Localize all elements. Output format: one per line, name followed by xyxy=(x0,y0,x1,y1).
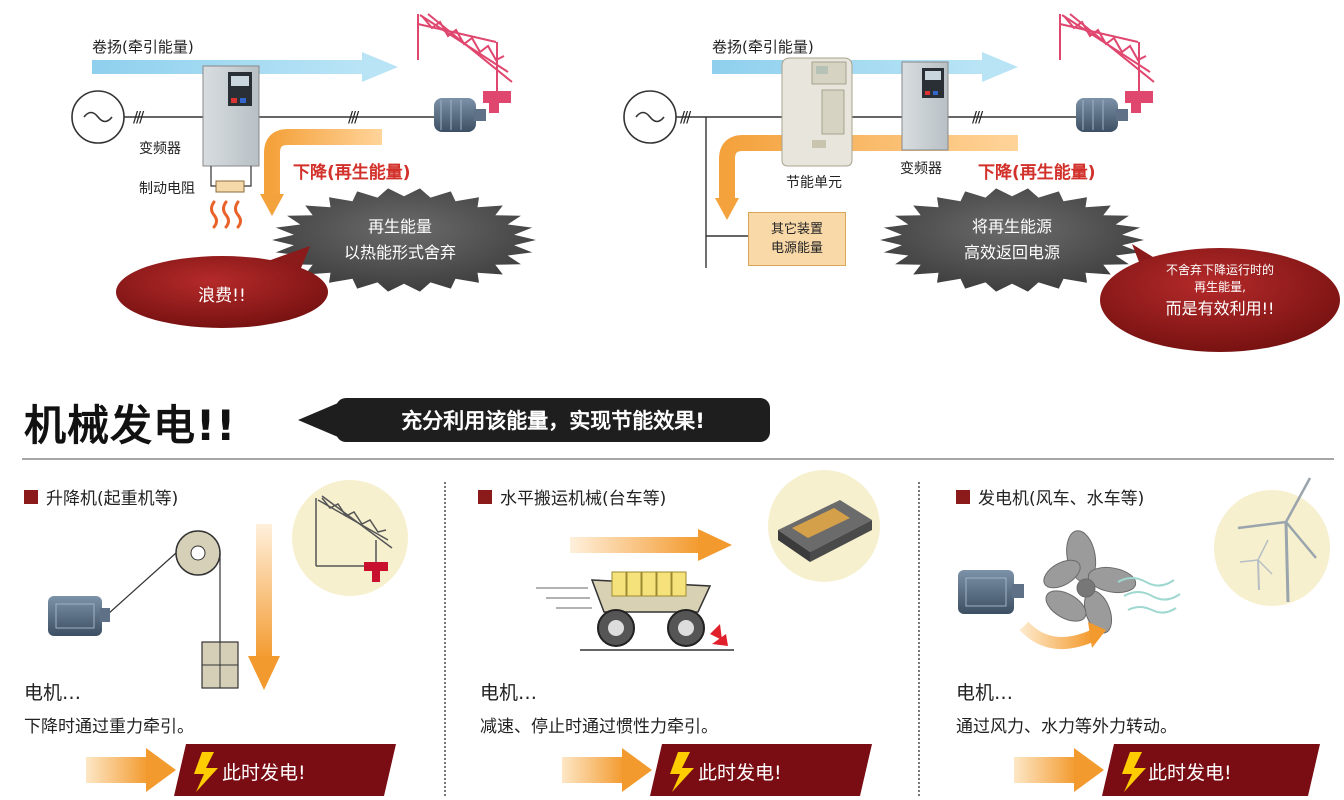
left-resistor-label: 制动电阻 xyxy=(139,181,195,197)
right-wire-mark-2: /// xyxy=(972,108,983,126)
panel1-down-arrow xyxy=(248,524,280,690)
right-inverter-icon xyxy=(901,61,949,151)
panel2-category-marker xyxy=(478,489,492,504)
panel2-description: 减速、停止时通过惯性力牵引。 xyxy=(480,717,718,737)
panel2-cart-icon xyxy=(536,571,734,651)
panel3-category: 发电机(风车、水车等) xyxy=(956,484,1144,509)
panel2-right-arrow xyxy=(570,529,732,561)
right-cloud-line-2: 高效返回电源 xyxy=(963,243,1060,262)
other-devices-box: 其它装置 电源能量 xyxy=(748,212,846,266)
right-motor-icon xyxy=(1076,98,1128,132)
left-resistor-icon xyxy=(210,166,252,229)
right-saving-unit-icon xyxy=(781,57,853,167)
panel1-category: 升降机(起重机等) xyxy=(24,484,178,509)
right-cloud-text: 将再生能源 高效返回电源 xyxy=(932,214,1092,266)
panel3-windmill-badge xyxy=(1214,477,1330,606)
right-regen-cloud xyxy=(880,188,1144,292)
panel3-motor-icon xyxy=(958,570,1024,614)
panel1-weight-icon xyxy=(201,641,239,689)
right-bubble-text: 不舍弃下降运行时的 再生能量, 而是有效利用!! xyxy=(1120,262,1320,322)
callout-pointer xyxy=(298,403,338,437)
left-waste-bubble xyxy=(116,246,328,328)
left-inverter-icon xyxy=(202,65,260,167)
right-use-bubble xyxy=(1100,244,1340,352)
panel1-generate-label: 此时发电! xyxy=(222,762,306,784)
right-bubble-line-1: 不舍弃下降运行时的 xyxy=(1165,263,1274,277)
left-descend-label: 下降(再生能量) xyxy=(293,163,411,183)
left-cloud-line-2: 以热能形式舍弃 xyxy=(343,243,456,262)
panel-separator-1 xyxy=(444,482,446,796)
left-regen-cloud xyxy=(272,188,536,292)
box-text-2: 电源能量 xyxy=(770,241,823,256)
left-wire-mark-2: /// xyxy=(348,108,359,126)
panel1-category-marker xyxy=(24,489,38,504)
panel2-motor-title: 电机… xyxy=(480,682,538,704)
left-regen-arrow xyxy=(260,129,382,216)
panel2-category-label: 水平搬运机械(台车等) xyxy=(500,489,667,509)
right-crane-icon xyxy=(1059,13,1155,113)
panel3-category-label: 发电机(风车、水车等) xyxy=(978,489,1145,509)
right-cloud-line-1: 将再生能源 xyxy=(971,217,1052,236)
left-ac-source-icon xyxy=(71,90,125,144)
left-inverter-label: 变频器 xyxy=(139,141,181,157)
box-text-1: 其它装置 xyxy=(770,222,823,237)
left-cloud-line-1: 再生能量 xyxy=(367,217,432,236)
panel2-generate-label: 此时发电! xyxy=(698,762,782,784)
top-graphics xyxy=(22,13,1340,460)
right-wire-mark-1: /// xyxy=(680,108,691,126)
panel2-conveyor-badge xyxy=(768,470,880,582)
panel3-rotation-arrow xyxy=(1019,621,1106,649)
right-unit-label: 节能单元 xyxy=(786,175,842,191)
right-hoist-label: 卷扬(牵引能量) xyxy=(712,38,814,56)
left-wire-mark-1: /// xyxy=(133,108,144,126)
panel1-pulley xyxy=(107,530,221,642)
panel1-crane-badge xyxy=(292,480,408,596)
panel3-wind-lines xyxy=(1117,577,1181,614)
left-motor-icon xyxy=(434,98,486,132)
headline-title: 机械发电!! xyxy=(24,401,237,450)
right-inverter-label: 变频器 xyxy=(900,161,942,177)
left-bubble-text: 浪费!! xyxy=(198,286,246,306)
panel3-category-marker xyxy=(956,489,970,504)
right-bubble-line-3: 而是有效利用!! xyxy=(1165,299,1275,318)
panel3-fan-icon xyxy=(1043,530,1137,634)
headline-callout: 充分利用该能量，实现节能效果! xyxy=(336,398,770,442)
right-regen-arrow xyxy=(715,135,1018,220)
panel2-category: 水平搬运机械(台车等) xyxy=(478,484,666,509)
left-cloud-text: 再生能量 以热能形式舍弃 xyxy=(320,214,480,266)
right-descend-label: 下降(再生能量) xyxy=(978,163,1096,183)
left-hoist-label: 卷扬(牵引能量) xyxy=(92,38,194,56)
right-ac-source-icon xyxy=(623,90,677,144)
panel3-motor-title: 电机… xyxy=(956,682,1014,704)
left-crane-icon xyxy=(417,13,513,113)
panel3-generate-label: 此时发电! xyxy=(1148,762,1232,784)
panel1-motor-icon xyxy=(48,596,110,636)
right-bubble-line-2: 再生能量, xyxy=(1194,280,1246,294)
panel-separator-2 xyxy=(918,482,920,796)
panel3-description: 通过风力、水力等外力转动。 xyxy=(956,717,1177,737)
panel1-motor-title: 电机… xyxy=(24,682,82,704)
panel1-description: 下降时通过重力牵引。 xyxy=(24,717,194,737)
panel1-category-label: 升降机(起重机等) xyxy=(46,489,179,509)
